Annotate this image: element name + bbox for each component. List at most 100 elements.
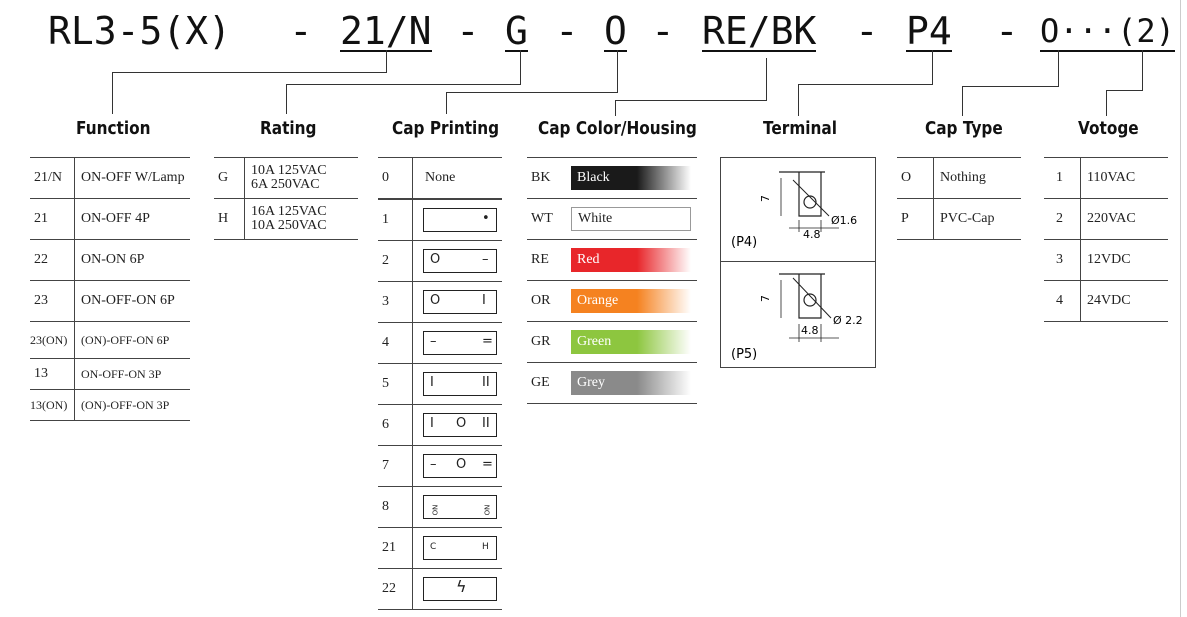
cap-symbol: O — [456, 416, 467, 431]
table-row: 23(ON)(ON)-OFF-ON 6P — [30, 322, 190, 359]
cap-printing-code-cell: 4 — [382, 335, 389, 350]
dimension-width: 4.8 — [801, 324, 819, 337]
rating-code: G — [505, 6, 528, 53]
cap-printing-symbol-cell: –= — [412, 323, 502, 363]
cap-printing-code-cell: 7 — [382, 458, 389, 473]
cap-printing-code-cell: 8 — [382, 499, 389, 514]
cap-printing-symbol-cell: O– — [412, 241, 502, 281]
dimension-width: 4.8 — [803, 228, 821, 241]
cap-symbol: C — [430, 542, 437, 552]
color-code-cell: GR — [531, 334, 551, 349]
function-desc-cell: ON-ON 6P — [74, 240, 190, 280]
function-desc-cell: ON-OFF-ON 6P — [74, 281, 190, 321]
header-rating: Rating — [260, 118, 317, 139]
function-code-cell: 22 — [34, 252, 48, 267]
cap-type-code-cell: O — [901, 170, 912, 185]
function-desc-cell: ON-OFF W/Lamp — [74, 158, 190, 198]
cap-printing-label: None — [412, 158, 502, 198]
voltage-desc-cell: 12VDC — [1080, 240, 1168, 280]
function-desc-cell: ON-OFF 4P — [74, 199, 190, 239]
voltage-desc-cell: 220VAC — [1080, 199, 1168, 239]
rating-code-cell: G — [218, 170, 229, 185]
table-row: H 16A 125VAC 10A 250VAC — [214, 199, 358, 240]
cap-printing-code-cell: 6 — [382, 417, 389, 432]
table-row: 22 ON-ON 6P — [30, 240, 190, 281]
rating-line: 16A 125VAC — [251, 204, 327, 219]
terminal-p4-icon: 7 4.8 Ø1.6 (P4) — [731, 171, 857, 250]
cap-printing-symbol-cell: – O = — [412, 446, 502, 486]
cap-symbol: I — [430, 416, 434, 431]
table-row: P PVC-Cap — [897, 199, 1021, 240]
cap-type-desc-cell: Nothing — [933, 158, 1021, 198]
color-swatch: White — [571, 207, 691, 231]
cap-printing-code-cell: 2 — [382, 253, 389, 268]
color-swatch: Orange — [571, 289, 691, 313]
separator: - — [656, 9, 670, 53]
terminal-p5-drawing: 7 4.8 Ø 2.2 (P5) — [720, 261, 876, 368]
cap-symbol: II — [482, 375, 490, 390]
header-voltage: Votoge — [1078, 118, 1139, 139]
cap-symbol-box: – O = — [423, 454, 497, 478]
cap-type-desc-cell: PVC-Cap — [933, 199, 1021, 239]
cap-symbol: II — [482, 416, 490, 431]
dimension-diameter: Ø 2.2 — [833, 314, 863, 327]
rating-line: 10A 125VAC — [251, 163, 327, 178]
cap-type-table: O Nothing P PVC-Cap — [897, 157, 1021, 240]
separator: - — [860, 9, 874, 53]
dimension-height: 7 — [759, 195, 772, 202]
table-row: 13(ON)(ON)-OFF-ON 3P — [30, 390, 190, 421]
cap-printing-code-cell: 3 — [382, 294, 389, 309]
table-row: 1• — [378, 199, 502, 241]
function-code-cell: 21 — [34, 211, 48, 226]
header-terminal: Terminal — [763, 118, 837, 139]
cap-symbol: O — [456, 457, 467, 472]
voltage-code-cell: 2 — [1056, 211, 1063, 226]
terminal-code: P4 — [906, 6, 952, 53]
cap-symbol: H — [482, 542, 489, 552]
color-code-cell: GE — [531, 375, 550, 390]
cap-symbol: = — [482, 457, 493, 472]
function-desc-cell: (ON)-OFF-ON 3P — [74, 390, 190, 420]
table-row: 4 24VDC — [1044, 281, 1168, 322]
rating-desc-cell: 10A 125VAC 6A 250VAC — [244, 158, 358, 198]
color-swatch: Red — [571, 248, 691, 272]
color-code-cell: BK — [531, 170, 551, 185]
function-code-cell: 23(ON) — [30, 332, 68, 347]
cap-symbol: = — [482, 334, 493, 349]
rating-line: 10A 250VAC — [251, 218, 327, 233]
cap-printing-symbol-cell: • — [412, 200, 502, 240]
cap-printing-code: O — [604, 6, 627, 53]
color-swatch: Black — [571, 166, 691, 190]
cap-printing-code-cell: 21 — [382, 540, 396, 555]
cap-symbol: – — [430, 457, 437, 472]
table-row: 7 – O = — [378, 446, 502, 487]
terminal-p5-icon: 7 4.8 Ø 2.2 (P5) — [731, 273, 863, 362]
function-desc-cell: ON-OFF-ON 3P — [74, 359, 190, 389]
cap-symbol-box: O– — [423, 249, 497, 273]
voltage-table: 1 110VAC 2 220VAC 3 12VDC 4 24VDC — [1044, 157, 1168, 322]
function-code-cell: 13 — [34, 366, 48, 381]
terminal-label: (P4) — [731, 235, 757, 250]
series-code: RL3-5(X) — [48, 9, 232, 53]
table-row: O Nothing — [897, 157, 1021, 199]
function-code-cell: 23 — [34, 293, 48, 308]
separator: - — [560, 9, 574, 53]
dimension-height: 7 — [759, 295, 772, 302]
table-row: BK Black — [527, 157, 697, 199]
voltage-desc-cell: 110VAC — [1080, 158, 1168, 198]
